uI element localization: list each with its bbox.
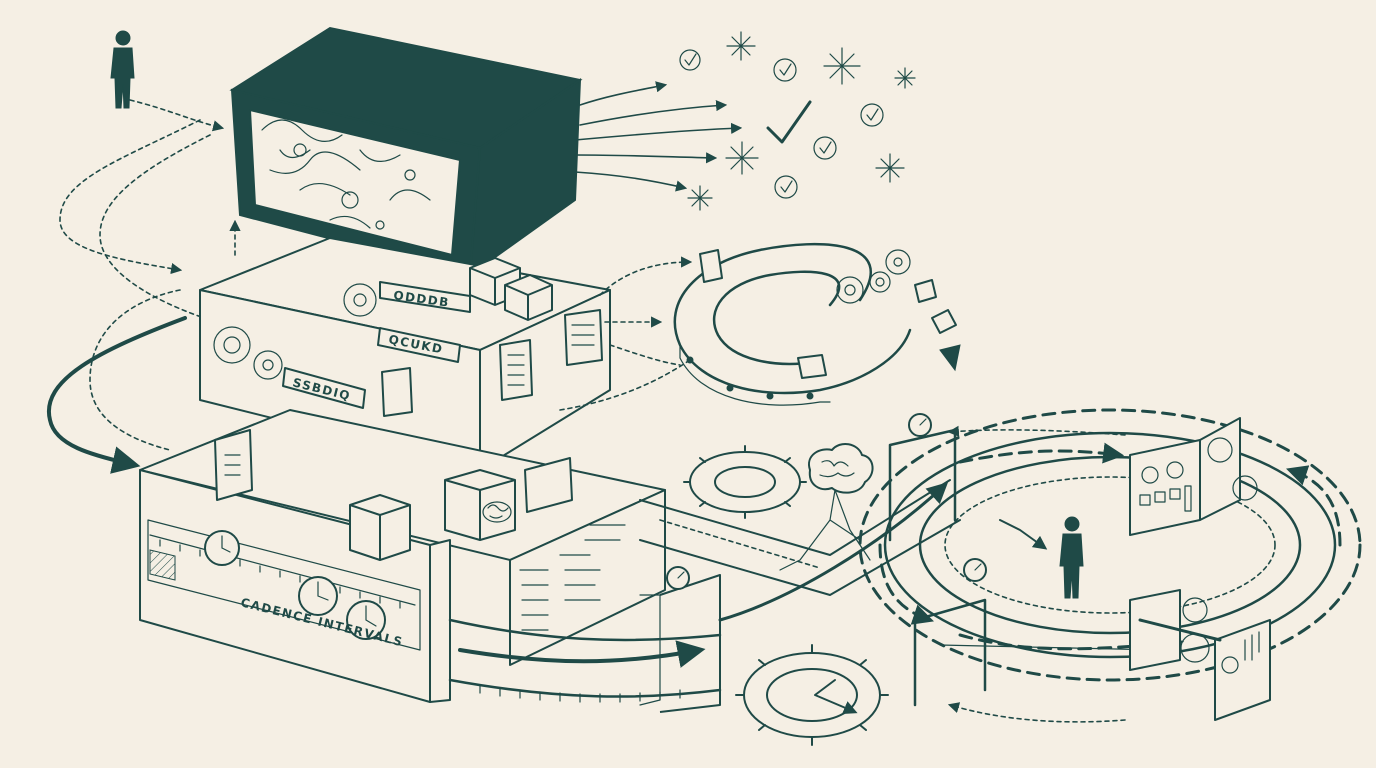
entry-flow-lines	[59, 99, 225, 451]
document-icon	[381, 309, 603, 417]
gear-icon	[683, 445, 889, 746]
gear-icon	[213, 283, 377, 380]
gear-icon	[836, 249, 911, 304]
middle-flow-lines	[229, 219, 693, 411]
check-icons	[679, 49, 884, 199]
bottom-pipeline-module: CADENCE INTERVALS	[139, 409, 666, 703]
conveyor-track-bottom	[448, 413, 987, 713]
person-icon-center	[999, 516, 1084, 599]
control-panel-upper	[1129, 417, 1258, 536]
black-box-module	[229, 26, 583, 278]
sparkle-icons	[687, 31, 916, 211]
feedback-loop-ring	[673, 242, 961, 406]
output-arrows	[574, 81, 743, 192]
control-panel-lower	[1129, 589, 1271, 721]
middle-machine-module: ODDDB QCUKD SSBDIQ	[199, 237, 611, 471]
main-flow-arrow	[46, 316, 187, 474]
person-icon-top	[110, 30, 135, 109]
gauge-icon	[666, 413, 987, 590]
brain-icon	[482, 501, 512, 523]
right-oval-track	[858, 408, 1362, 723]
clock-icon	[204, 530, 386, 640]
conveyor-rail	[639, 479, 961, 622]
brain-icon	[779, 443, 874, 571]
